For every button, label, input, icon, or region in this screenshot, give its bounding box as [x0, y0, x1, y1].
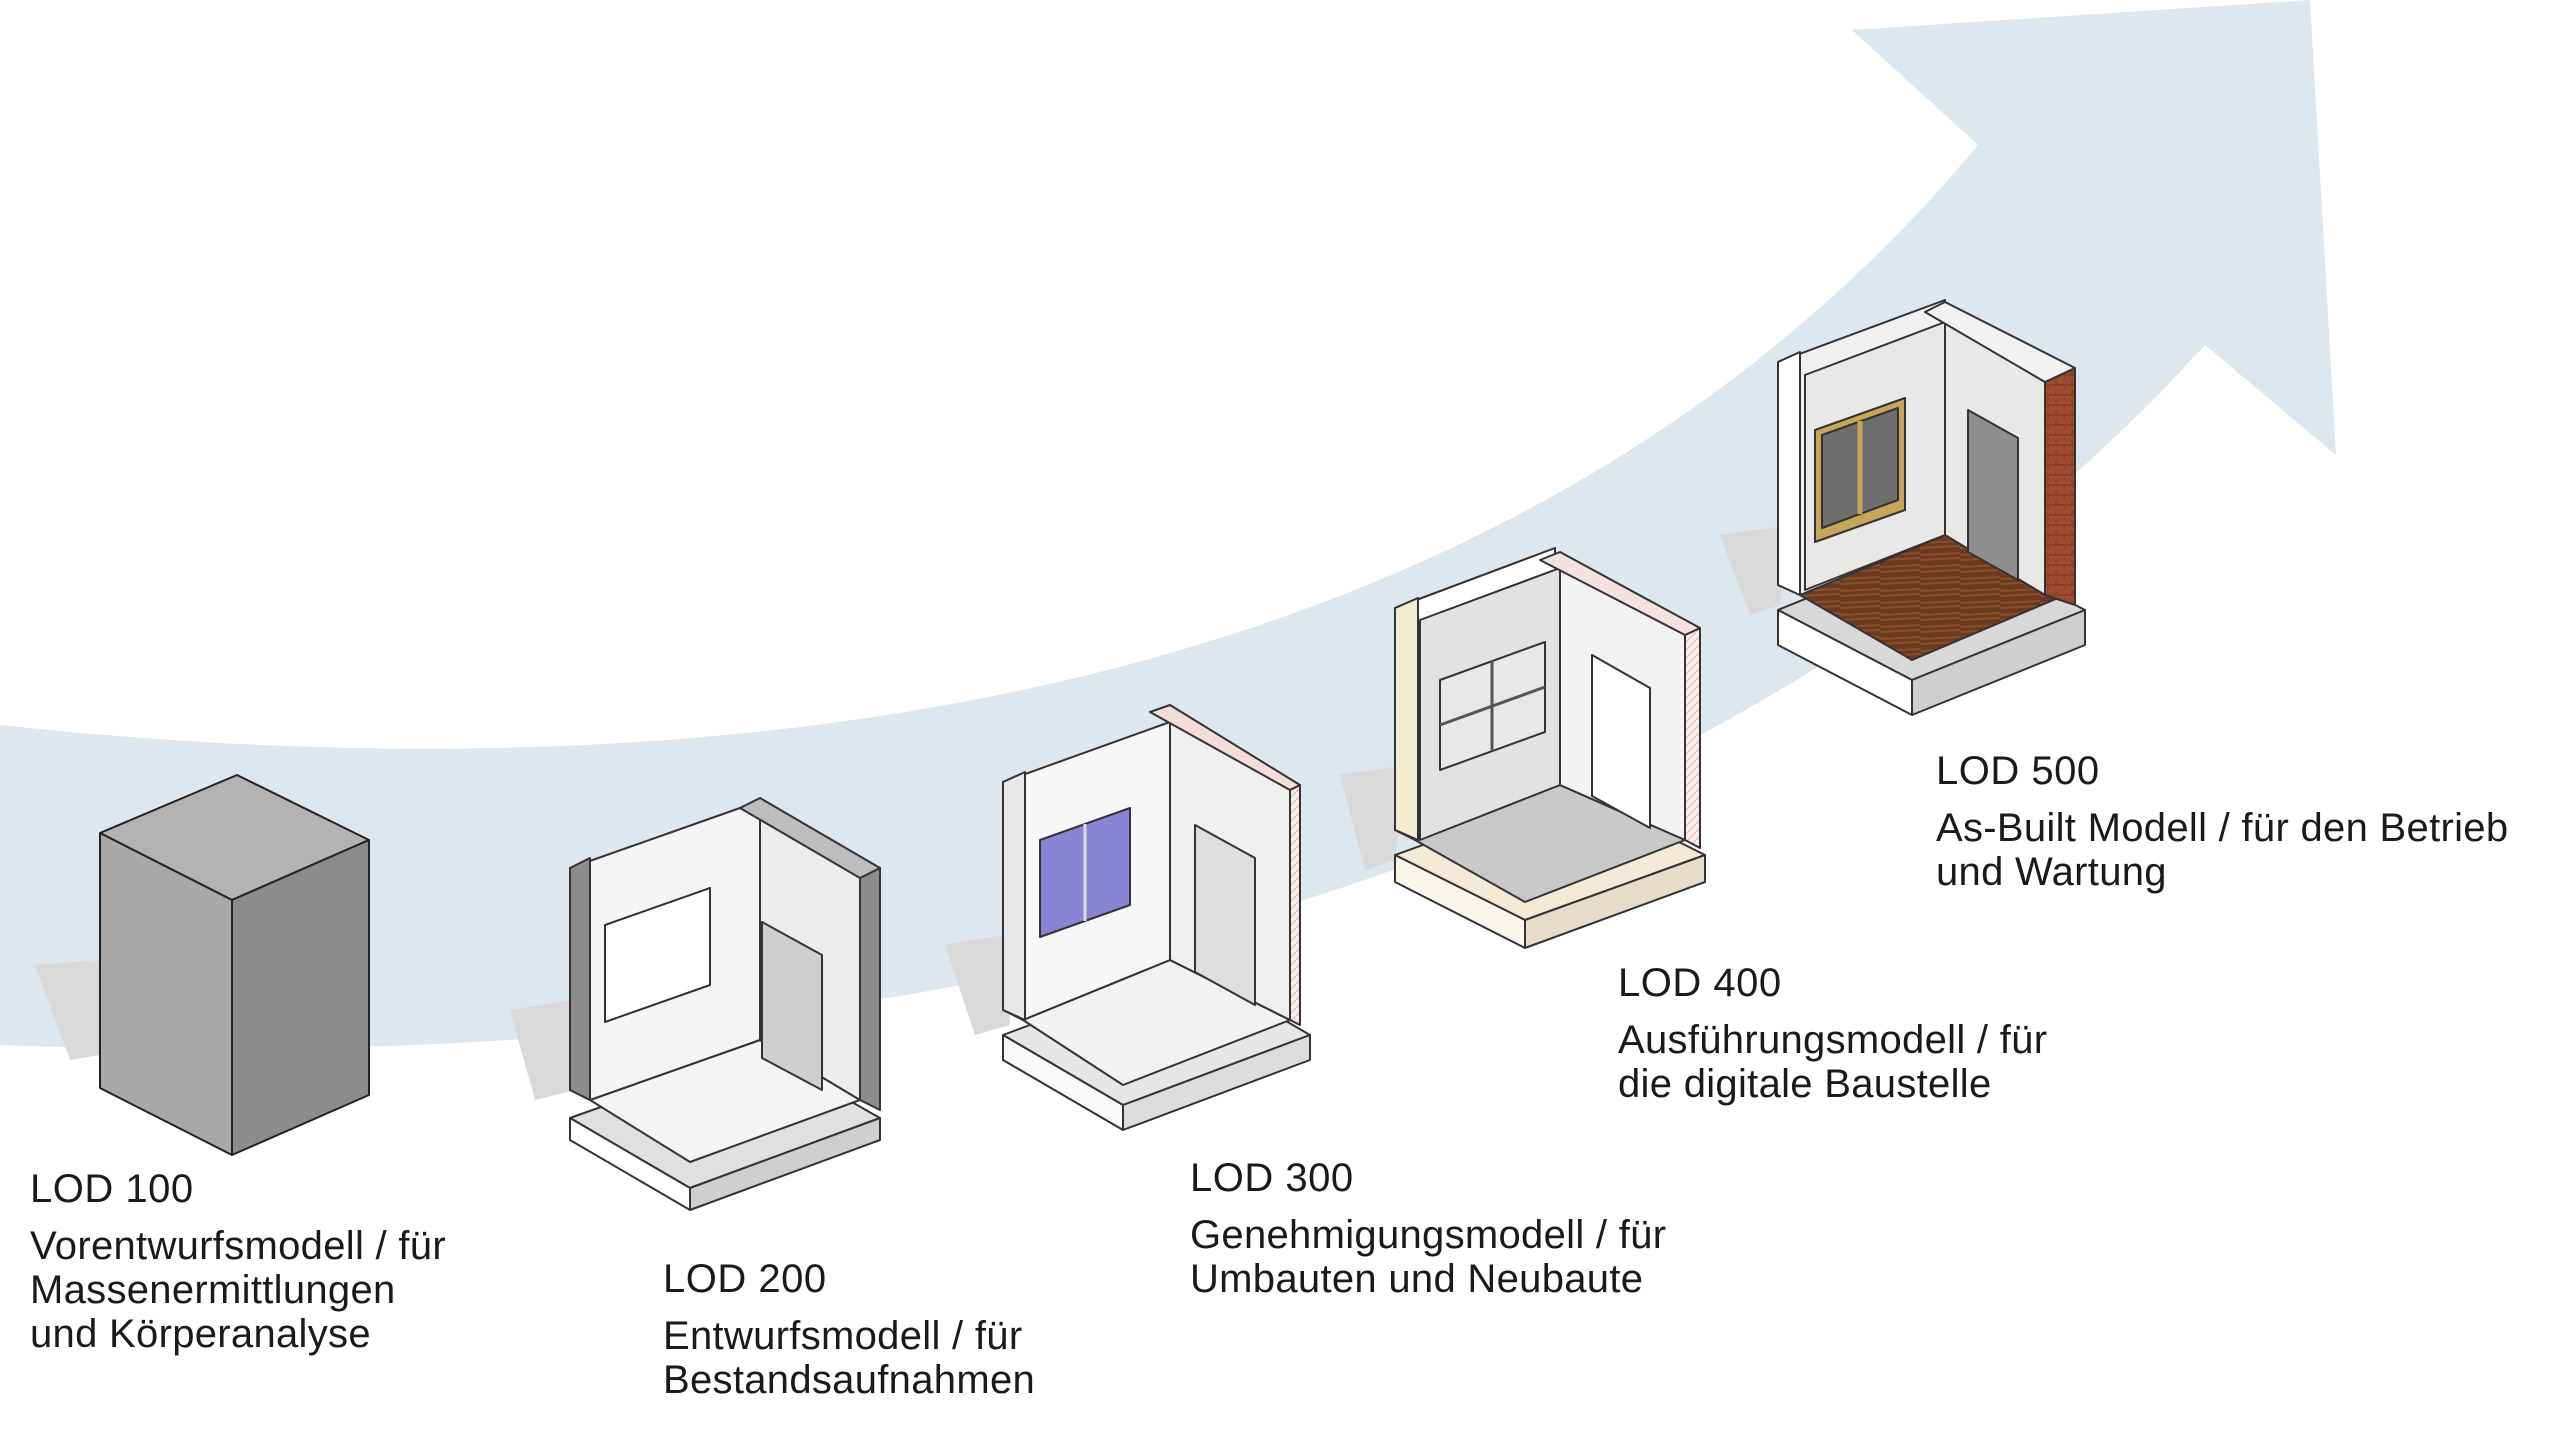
lod100-description-line: und Körperanalyse: [30, 1312, 371, 1356]
lod100-description: Vorentwurfsmodell / für Massenermittlung…: [30, 1224, 446, 1356]
lod500-description-line: As-Built Modell / für den Betrieb: [1936, 806, 2509, 850]
lod400-description-line: die digitale Baustelle: [1618, 1062, 1992, 1106]
lod300-model: [1002, 704, 1311, 1131]
lod300-description: Genehmigungsmodell / für Umbauten und Ne…: [1190, 1213, 1666, 1301]
lod200-model: [569, 797, 881, 1211]
lod400-description: Ausführungsmodell / für die digitale Bau…: [1618, 1018, 2047, 1106]
lod200-title: LOD 200: [663, 1257, 827, 1301]
progress-arrow: [0, 0, 2336, 1050]
lod400-title: LOD 400: [1618, 961, 1782, 1005]
lod100-model: [99, 774, 370, 1156]
lod100-title: LOD 100: [30, 1167, 194, 1211]
lod300-description-line: Umbauten und Neubaute: [1190, 1257, 1644, 1301]
lod500-description-line: und Wartung: [1936, 850, 2167, 894]
lod200-description: Entwurfsmodell / für Bestandsaufnahmen: [663, 1314, 1035, 1402]
lod200-description-line: Entwurfsmodell / für: [663, 1314, 1023, 1358]
lod300-label: LOD 300 Genehmigungsmodell / für Umbaute…: [1190, 1155, 1666, 1301]
lod300-title: LOD 300: [1190, 1156, 1354, 1200]
lod500-description: As-Built Modell / für den Betrieb und Wa…: [1936, 806, 2508, 894]
lod400-description-line: Ausführungsmodell / für: [1618, 1018, 2048, 1062]
lod200-label: LOD 200 Entwurfsmodell / für Bestandsauf…: [663, 1256, 1035, 1402]
lod100-description-line: Vorentwurfsmodell / für: [30, 1224, 446, 1268]
lod500-model: [1777, 299, 2086, 716]
lod500-title: LOD 500: [1936, 749, 2100, 793]
lod500-label: LOD 500 As-Built Modell / für den Betrie…: [1936, 748, 2508, 894]
lod100-label: LOD 100 Vorentwurfsmodell / für Massener…: [30, 1166, 446, 1356]
lod400-model: [1394, 547, 1706, 949]
lod100-description-line: Massenermittlungen: [30, 1268, 396, 1312]
lod300-description-line: Genehmigungsmodell / für: [1190, 1213, 1667, 1257]
lod400-label: LOD 400 Ausführungsmodell / für die digi…: [1618, 960, 2047, 1106]
lod200-description-line: Bestandsaufnahmen: [663, 1358, 1036, 1402]
